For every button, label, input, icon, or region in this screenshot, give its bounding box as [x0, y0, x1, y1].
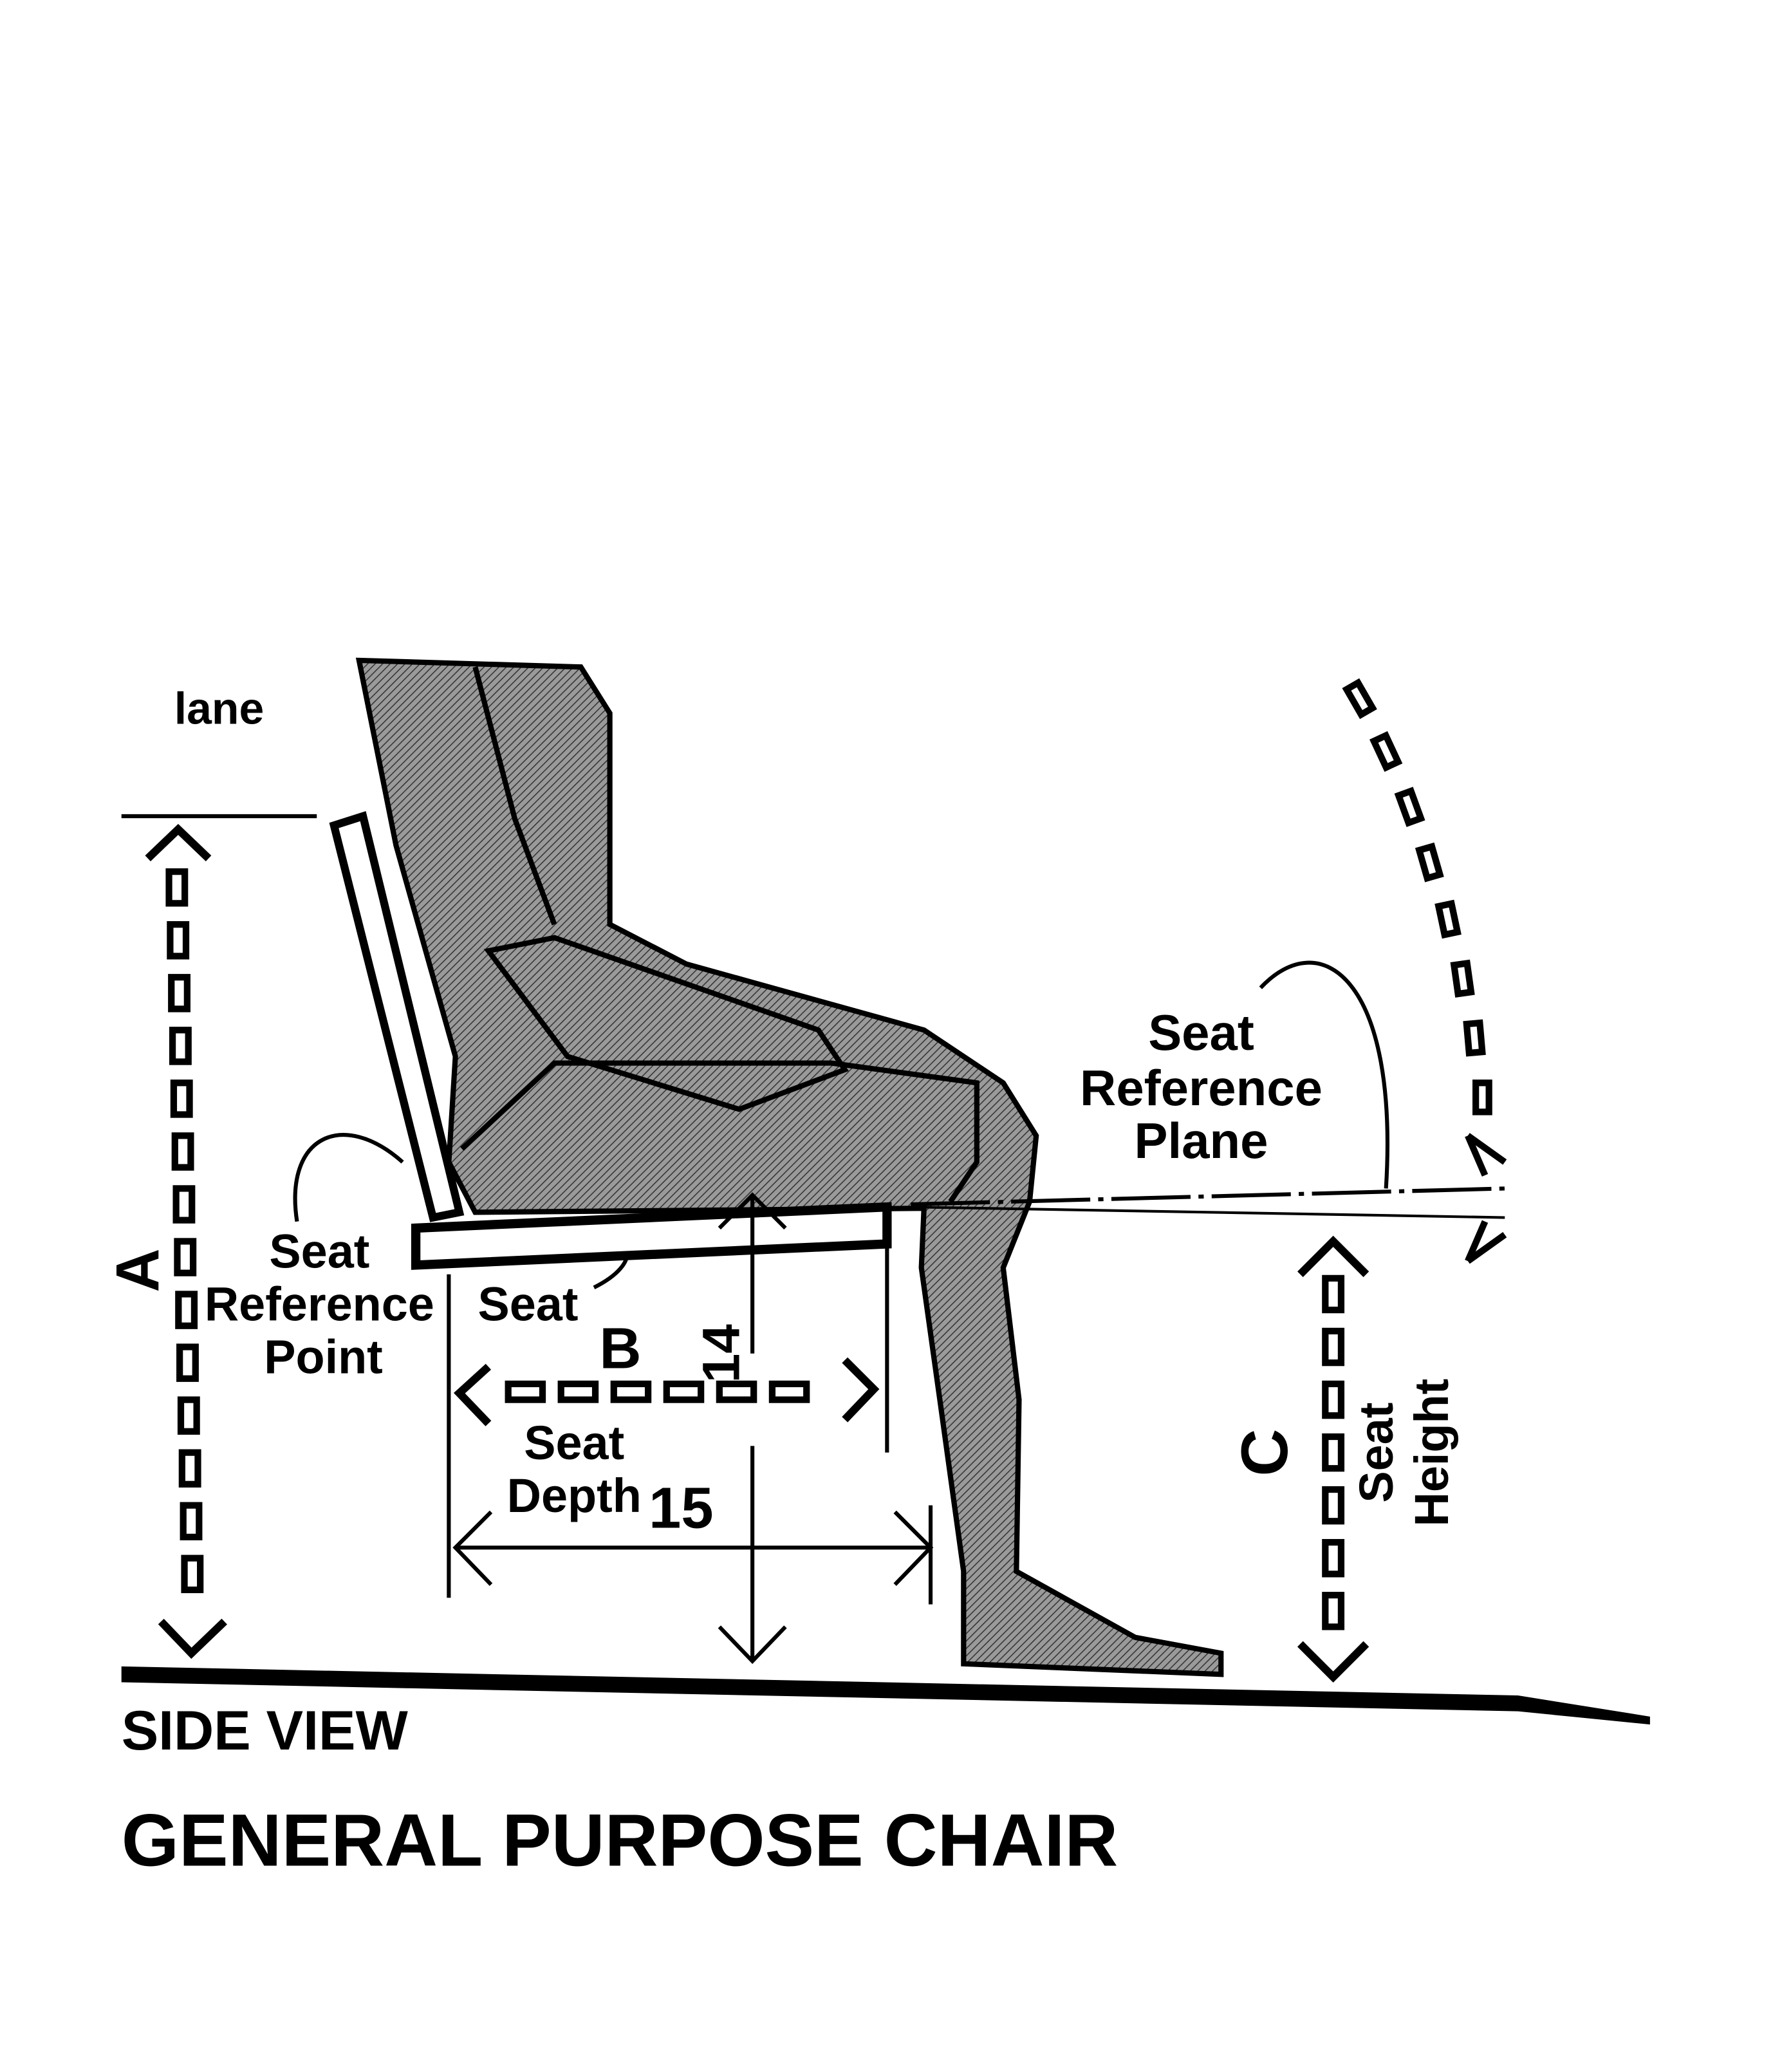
dimension-dash — [610, 1380, 652, 1403]
seat-plane-guide — [911, 1206, 1505, 1219]
leader-seat-reference-point — [293, 1133, 404, 1222]
dimension-dash — [171, 1132, 194, 1171]
dimension-dash — [176, 1343, 199, 1382]
seat-angle-arc — [1342, 678, 1507, 1264]
seat-depth-label-1: Seat — [524, 1416, 624, 1470]
floor-line — [121, 1666, 1650, 1725]
seat-label: Seat — [478, 1278, 578, 1331]
dimension-dash — [1322, 1327, 1345, 1367]
dimension-dash — [169, 1027, 192, 1065]
dimension-dash — [174, 1238, 197, 1276]
dimension-dash — [1322, 1433, 1345, 1472]
value-15-label: 15 — [649, 1476, 713, 1541]
dimension-a-label: A — [104, 1249, 171, 1293]
dimension-a — [121, 814, 317, 1659]
dimension-dash — [716, 1380, 757, 1403]
value-14-label: 14 — [692, 1324, 751, 1383]
dimension-dash — [1322, 1486, 1345, 1525]
dimension-dash — [505, 1380, 546, 1403]
dimension-c-label: C — [1227, 1429, 1301, 1477]
dimension-b-label: B — [599, 1316, 641, 1381]
dimension-dash — [1322, 1538, 1345, 1578]
dimension-c — [1297, 1235, 1369, 1683]
plane-partial-label: lane — [174, 683, 265, 733]
dimension-dash — [167, 921, 190, 960]
seat-height-label-1: Seat — [1350, 1403, 1403, 1503]
dimension-15 — [452, 1505, 934, 1605]
dimension-dash — [178, 1449, 201, 1488]
seat-reference-point-label-1: Seat — [269, 1224, 369, 1278]
dimension-dash — [172, 1185, 196, 1224]
leader-seat — [593, 1254, 629, 1289]
chair — [329, 811, 892, 1270]
seat-reference-point-label-3: Point — [264, 1330, 383, 1384]
dimension-dash — [1322, 1380, 1345, 1419]
diagram-title: GENERAL PURPOSE CHAIR — [122, 1800, 1118, 1882]
seat-reference-plane-label-3: Plane — [1135, 1112, 1268, 1169]
dimension-dash — [177, 1396, 200, 1435]
seat-reference-plane-label-1: Seat — [1148, 1004, 1254, 1061]
seat-reference-point-label-2: Reference — [205, 1278, 434, 1331]
dimension-14-vertical — [718, 1192, 787, 1665]
dimension-dash — [165, 868, 189, 907]
leader-seat-reference-plane — [1259, 960, 1389, 1189]
dimension-dash — [175, 1291, 198, 1329]
seat-height-label-2: Height — [1405, 1379, 1458, 1527]
dimension-dash — [168, 974, 190, 1013]
dimension-dash — [181, 1554, 204, 1594]
dimension-dash — [1322, 1592, 1345, 1630]
dimension-dash — [170, 1079, 193, 1118]
chair-backrest — [329, 811, 465, 1222]
dimension-dash — [663, 1380, 705, 1403]
dimension-dash — [768, 1380, 810, 1403]
dimension-b — [447, 1247, 889, 1598]
seated-human-figure — [355, 657, 1224, 1677]
side-view-caption: SIDE VIEW — [122, 1700, 409, 1762]
seat-depth-label-2: Depth — [507, 1469, 642, 1522]
dimension-dash — [1322, 1274, 1345, 1314]
chair-seat — [411, 1202, 892, 1270]
dimension-dash — [557, 1380, 599, 1403]
seat-reference-plane-label-2: Reference — [1080, 1059, 1323, 1116]
dimension-dash — [180, 1502, 203, 1541]
